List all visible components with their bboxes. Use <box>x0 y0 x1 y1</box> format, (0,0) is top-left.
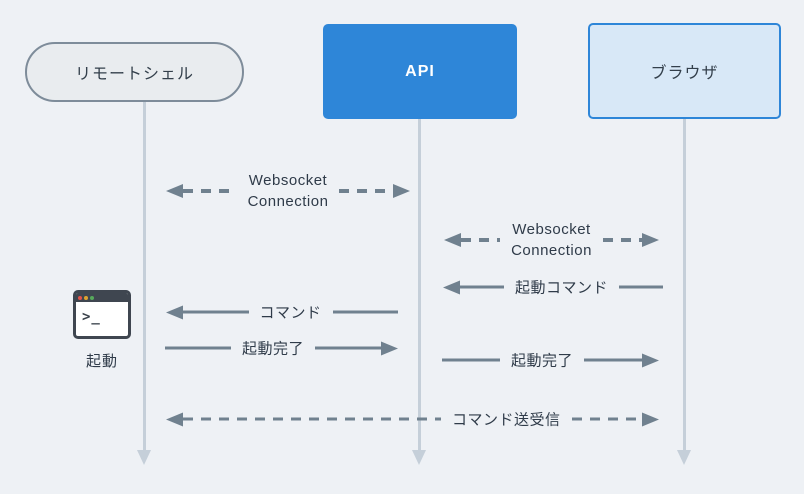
msg-label-line1: Websocket <box>512 221 591 238</box>
solid-line <box>584 358 643 362</box>
msg-label: Websocket Connection <box>500 219 603 261</box>
dashed-line <box>183 189 237 193</box>
arrowhead-left-icon <box>166 412 183 426</box>
arrowhead-right-icon <box>642 353 660 367</box>
solid-line <box>183 310 249 314</box>
actor-api: API <box>323 24 517 119</box>
lifeline-api-arrowhead-icon <box>412 450 426 465</box>
solid-line <box>165 346 231 350</box>
lifeline-browser <box>683 119 686 452</box>
arrowhead-right-icon <box>381 341 399 355</box>
arrowhead-left-icon <box>443 280 460 294</box>
solid-line <box>332 310 399 314</box>
msg-label: Websocket Connection <box>237 170 340 212</box>
msg-websocket-connection-rs-api: Websocket Connection <box>166 170 411 212</box>
msg-label-line2: Connection <box>247 193 329 210</box>
lifeline-api <box>418 119 421 452</box>
solid-line <box>442 358 500 362</box>
lifeline-browser-arrowhead-icon <box>677 450 691 465</box>
actor-api-label: API <box>405 62 435 80</box>
terminal-prompt: >_ <box>82 309 101 325</box>
solid-line <box>460 285 504 289</box>
msg-websocket-connection-api-browser: Websocket Connection <box>444 219 660 261</box>
solid-line <box>315 346 382 350</box>
msg-label-line1: Websocket <box>248 172 328 189</box>
msg-command-send-receive: コマンド送受信 <box>166 409 659 430</box>
window-dot-red-icon <box>78 295 82 300</box>
dashed-line <box>602 238 643 242</box>
msg-command: コマンド <box>166 302 399 323</box>
msg-label-line2: Connection <box>511 242 592 259</box>
arrowhead-right-icon <box>642 412 659 426</box>
msg-label: コマンド <box>259 304 322 322</box>
msg-label: 起動コマンド <box>515 279 609 297</box>
msg-label: コマンド送受信 <box>452 411 561 429</box>
msg-start-command: 起動コマンド <box>443 277 664 298</box>
actor-browser-label: ブラウザ <box>650 65 719 82</box>
window-dot-green-icon <box>90 295 94 300</box>
lifeline-remote-shell <box>143 102 146 452</box>
msg-startup-complete-api-browser: 起動完了 <box>442 350 660 371</box>
msg-label: 起動完了 <box>511 352 574 370</box>
solid-line <box>619 285 664 289</box>
dashed-line <box>339 189 394 193</box>
arrowhead-left-icon <box>166 184 183 198</box>
actor-remote-shell: リモートシェル <box>25 42 244 102</box>
arrowhead-right-icon <box>642 233 660 247</box>
actor-browser: ブラウザ <box>588 23 781 119</box>
arrowhead-left-icon <box>444 233 461 247</box>
terminal-window-icon: >_ <box>73 290 131 339</box>
terminal-titlebar <box>76 293 128 302</box>
dashed-line <box>461 238 501 242</box>
terminal-annotation-label: 起動 <box>85 353 118 370</box>
msg-startup-complete-rs-api: 起動完了 <box>165 338 399 359</box>
lifeline-remote-shell-arrowhead-icon <box>137 450 151 465</box>
msg-label: 起動完了 <box>242 340 305 358</box>
arrowhead-right-icon <box>393 184 411 198</box>
actor-remote-shell-label: リモートシェル <box>74 66 194 83</box>
arrowhead-left-icon <box>166 305 183 319</box>
window-dot-yellow-icon <box>84 295 88 300</box>
dashed-line <box>183 417 441 421</box>
dashed-line <box>571 417 642 421</box>
